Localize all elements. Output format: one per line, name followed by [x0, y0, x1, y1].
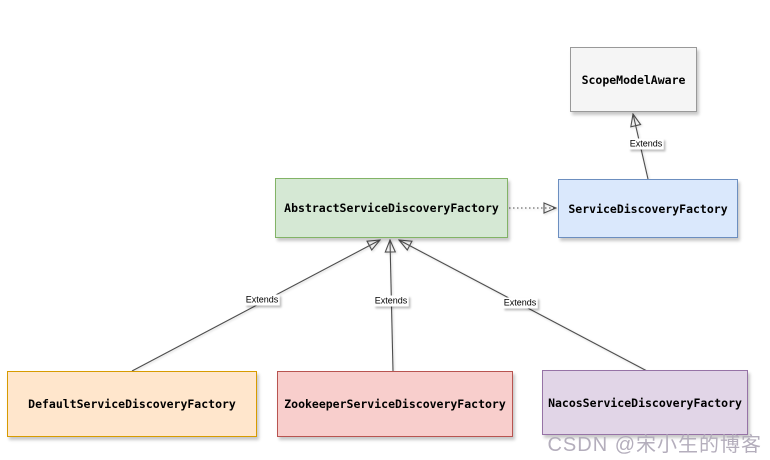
class-node-servicediscoveryfactory: ServiceDiscoveryFactory	[558, 179, 738, 238]
edge-label-extends-servicediscoveryfactory: Extends	[628, 138, 664, 150]
csdn-watermark: CSDN @宋小生的博客	[547, 434, 762, 456]
class-name-label: NacosServiceDiscoveryFactory	[548, 395, 742, 410]
edge-label-extends-zookeeper: Extends	[373, 295, 409, 307]
class-name-label: AbstractServiceDiscoveryFactory	[284, 201, 499, 215]
class-node-zookeeperservicediscoveryfactory: ZookeeperServiceDiscoveryFactory	[277, 371, 513, 437]
edge-default-extends-abstract	[131, 240, 380, 372]
edge-label-extends-nacos: Extends	[502, 297, 538, 309]
class-name-label: ServiceDiscoveryFactory	[568, 201, 728, 216]
class-name-label: DefaultServiceDiscoveryFactory	[28, 397, 236, 411]
class-node-defaultservicediscoveryfactory: DefaultServiceDiscoveryFactory	[7, 371, 257, 437]
class-node-scopemodelaware: ScopeModelAware	[570, 47, 697, 112]
edge-label-extends-default: Extends	[244, 294, 280, 306]
class-node-nacosservicediscoveryfactory: NacosServiceDiscoveryFactory	[542, 370, 748, 435]
class-name-label: ScopeModelAware	[581, 72, 686, 87]
class-name-label: ZookeeperServiceDiscoveryFactory	[284, 397, 506, 411]
class-node-abstractservicediscoveryfactory: AbstractServiceDiscoveryFactory	[275, 178, 508, 238]
